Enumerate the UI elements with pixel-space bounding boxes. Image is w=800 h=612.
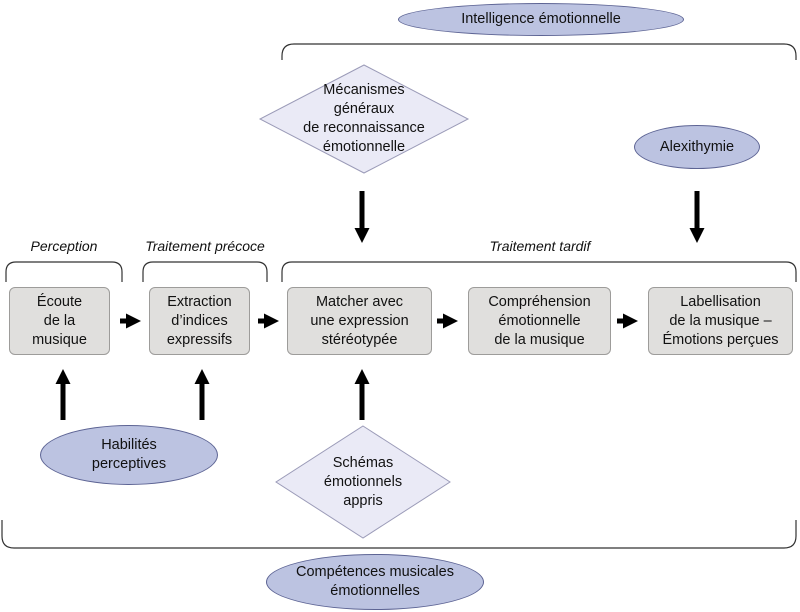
diamond-text-mechanisms: Mécanismes généraux de reconnaissance ém… xyxy=(303,82,425,155)
oval-emotional-intelligence: Intelligence émotionnelle xyxy=(398,3,684,36)
box-comprehension: Compréhension émotionnelle de la musique xyxy=(468,287,611,355)
perception-bracket xyxy=(5,261,123,282)
late-bracket xyxy=(281,261,797,282)
box-matching: Matcher avec une expression stéréotypée xyxy=(287,287,432,355)
oval-perceptual-skills: Habilités perceptives xyxy=(40,425,218,485)
stage-label-perception: Perception xyxy=(30,238,98,254)
outer-enclosure xyxy=(1,520,797,549)
schemas-diamond xyxy=(275,425,451,539)
stage-label-early: Traitement précoce xyxy=(145,238,265,254)
mechanisms-diamond xyxy=(258,64,470,174)
oval-alexithymia: Alexithymie xyxy=(634,125,760,169)
early-bracket xyxy=(142,261,268,282)
outer-bracket xyxy=(281,43,797,60)
oval-musical-competence: Compétences musicales émotionnelles xyxy=(266,554,484,610)
stage-label-late: Traitement tardif xyxy=(489,238,591,254)
box-labelling: Labellisation de la musique – Émotions p… xyxy=(648,287,793,355)
box-listening: Écoute de la musique xyxy=(9,287,110,355)
box-extraction: Extraction d’indices expressifs xyxy=(149,287,250,355)
diamond-text-schemas: Schémas émotionnels appris xyxy=(323,454,403,509)
